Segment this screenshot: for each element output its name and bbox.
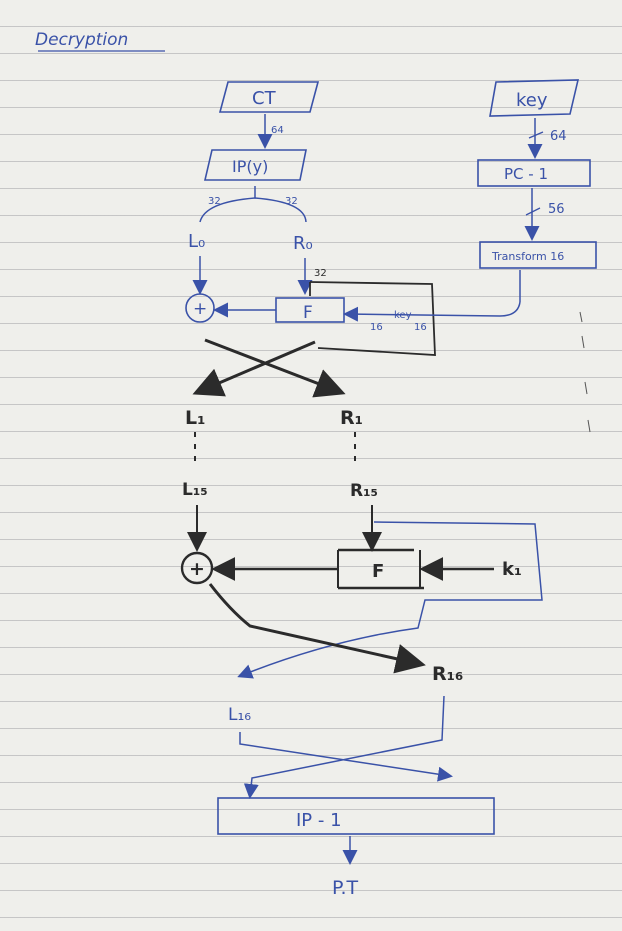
ct-block: CT [218, 81, 320, 113]
key16-width-c: 16 [414, 322, 427, 333]
ip-inverse-label: IP - 1 [296, 810, 342, 831]
f1-label: F [303, 303, 313, 323]
plaintext-label: P.T [332, 877, 359, 899]
l1-label: L₁ [185, 407, 205, 429]
key16-width-b: key [394, 310, 412, 321]
f-block-1: F [275, 297, 345, 323]
f2-label: F [372, 561, 384, 582]
r15-label: R₁₅ [350, 481, 378, 501]
key-label: key [516, 90, 548, 111]
r0-label: R₀ [293, 233, 313, 254]
xor-1-symbol: + [193, 299, 207, 319]
left-split-width: 32 [208, 196, 221, 207]
r0-width: 32 [314, 268, 327, 279]
pc1-block: PC - 1 [477, 159, 591, 187]
ct-label: CT [252, 88, 277, 109]
key16-width-a: 16 [370, 322, 383, 333]
ip-label: IP(y) [232, 157, 268, 176]
l16-label: L₁₆ [228, 705, 251, 725]
ip-block: IP(y) [203, 149, 307, 181]
f-block-2: F [337, 548, 424, 590]
ct-width: 64 [271, 125, 284, 136]
k1-label: k₁ [502, 559, 522, 580]
transform-block: Transform 16 [479, 241, 597, 269]
r16-label: R₁₆ [432, 663, 463, 685]
key-block: key [489, 79, 580, 117]
pc1-label: PC - 1 [504, 165, 548, 183]
right-split-width: 32 [285, 196, 298, 207]
page-title: Decryption [35, 30, 128, 50]
xor-2-symbol: + [189, 558, 205, 580]
key-width: 64 [550, 129, 567, 144]
l15-label: L₁₅ [182, 480, 208, 500]
pc1-width: 56 [548, 202, 565, 217]
ip-inverse-block: IP - 1 [217, 797, 495, 835]
r1-label: R₁ [340, 407, 363, 429]
l0-label: L₀ [188, 231, 205, 252]
transform-label: Transform 16 [491, 250, 564, 263]
